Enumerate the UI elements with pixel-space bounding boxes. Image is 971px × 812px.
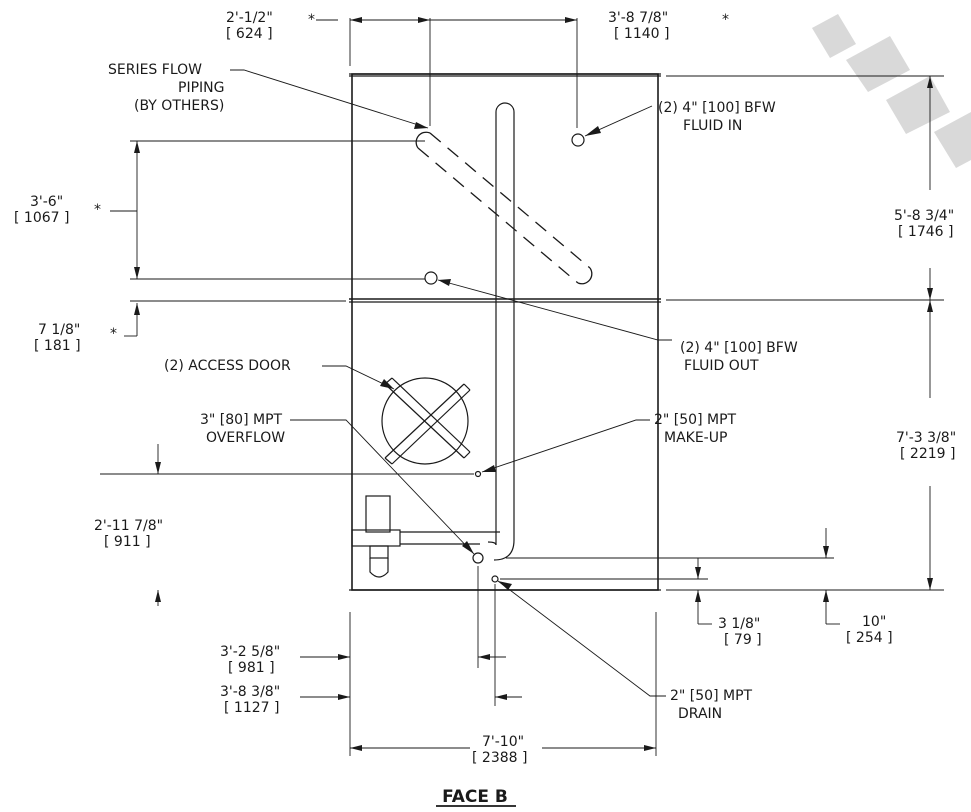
fluid-out-connection [424,271,438,285]
dim-label: 7 1/8" [38,322,80,338]
callout-fluid-in: FLUID IN [683,118,742,134]
dim-label: 5'-8 3/4" [894,208,954,224]
dim-label: 2'-11 7/8" [94,518,163,534]
dim-label: 3 1/8" [718,616,760,632]
dim-label: [ 1140 ] [614,26,669,42]
dim-label: 2'-1/2" [226,10,273,26]
dim-label: [ 1746 ] [898,224,953,240]
dim-asterisk: * [722,12,729,28]
dim-label: 3'-8 3/8" [220,684,280,700]
callout-overflow: 3" [80] MPT [200,412,283,428]
dim-label: 3'-8 7/8" [608,10,668,26]
callout-labels: SERIES FLOW PIPING (BY OTHERS) (2) 4" [1… [108,62,798,722]
dimension-lines [100,17,944,756]
callout-series-flow: SERIES FLOW [108,62,202,78]
dim-label: 10" [862,614,886,630]
callout-fluid-out: FLUID OUT [684,358,759,374]
callout-makeup: MAKE-UP [664,430,727,446]
series-flow-piping [415,131,593,285]
dim-label: 7'-3 3/8" [896,430,956,446]
dim-label: 3'-2 5/8" [220,644,280,660]
leader-lines [230,69,672,697]
callout-access-door: (2) ACCESS DOOR [164,358,291,374]
dim-label: 7'-10" [482,734,524,750]
dim-label: [ 181 ] [34,338,81,354]
callout-makeup: 2" [50] MPT [654,412,737,428]
overflow-connection [472,552,484,564]
callout-overflow: OVERFLOW [206,430,285,446]
dim-label: [ 2388 ] [472,750,527,766]
drain-connection [491,575,499,583]
dim-label: [ 1127 ] [224,700,279,716]
dimension-labels: 2'-1/2" [ 624 ] * 3'-8 7/8" [ 1140 ] * 3… [14,10,956,766]
callout-series-flow: PIPING [178,80,224,96]
dim-label: [ 1067 ] [14,210,69,226]
riser-pipe [487,102,515,561]
dim-asterisk: * [94,202,101,218]
dim-label: [ 79 ] [724,632,762,648]
dim-label: 3'-6" [30,194,63,210]
callout-drain: 2" [50] MPT [670,688,753,704]
unit-outline [349,73,661,591]
makeup-connection [474,470,482,478]
callout-drain: DRAIN [678,706,722,722]
dim-asterisk: * [110,326,117,342]
dim-label: [ 911 ] [104,534,151,550]
dim-label: [ 2219 ] [900,446,955,462]
access-door [381,377,471,465]
pump-assembly [351,495,500,578]
dim-asterisk: * [308,12,315,28]
callout-fluid-out: (2) 4" [100] BFW [680,340,798,356]
fluid-in-connection [571,133,585,147]
dim-label: [ 981 ] [228,660,275,676]
dim-label: [ 624 ] [226,26,273,42]
watermark [812,14,971,168]
callout-fluid-in: (2) 4" [100] BFW [658,100,776,116]
drawing-title: FACE B [442,787,508,807]
callout-series-flow: (BY OTHERS) [134,98,224,114]
dim-label: [ 254 ] [846,630,893,646]
